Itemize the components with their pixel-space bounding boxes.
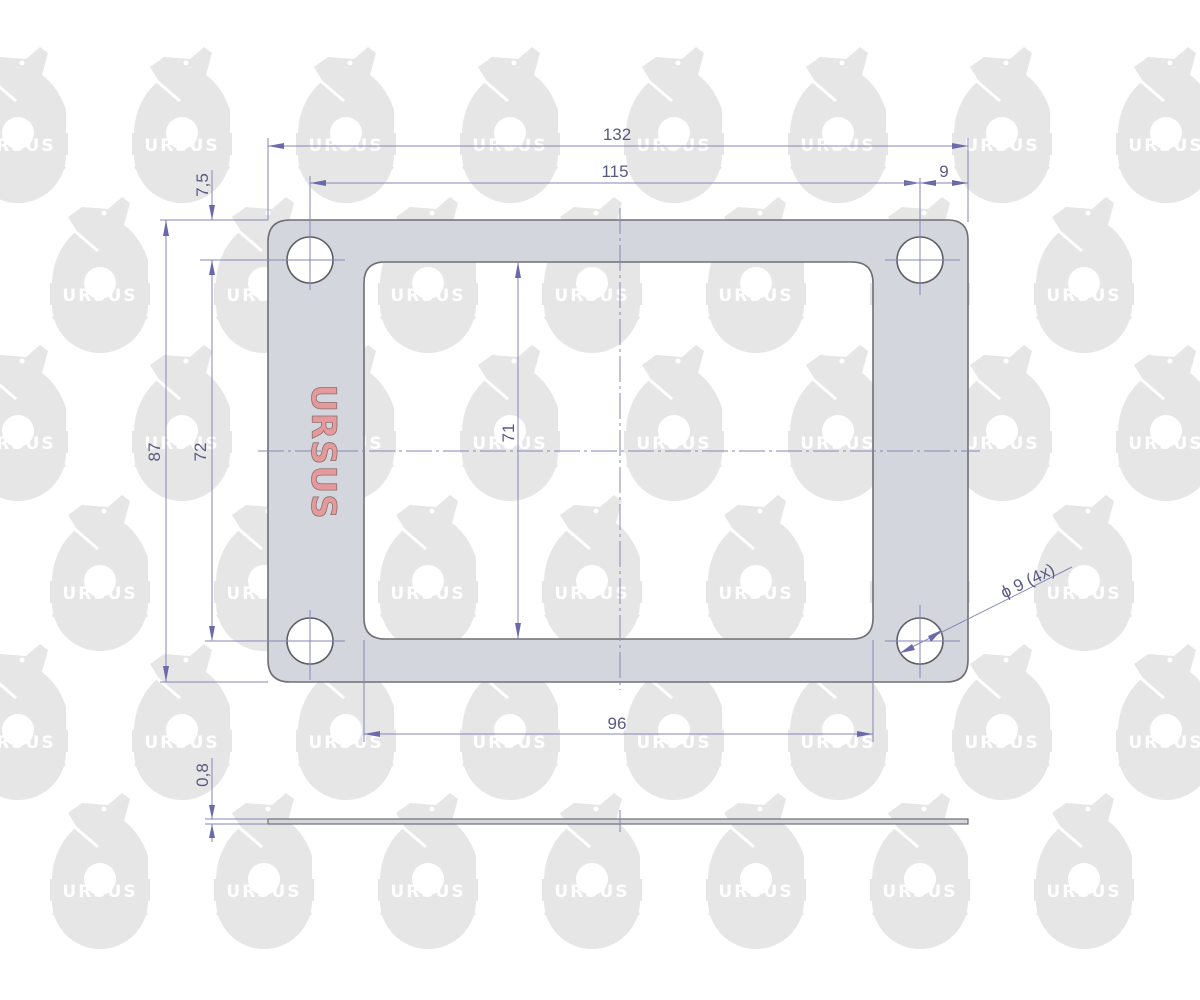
dim-overall-height: 87 (145, 443, 164, 462)
ursus-watermark-icon: URSUS (950, 343, 1054, 503)
svg-text:URSUS: URSUS (1128, 434, 1200, 454)
svg-text:URSUS: URSUS (390, 584, 465, 604)
ursus-watermark-icon: URSUS (704, 493, 808, 653)
svg-text:URSUS: URSUS (144, 733, 219, 753)
svg-text:URSUS: URSUS (800, 434, 875, 454)
dim-hole-spacing-x: 115 (601, 162, 628, 181)
ursus-watermark-icon: URSUS (950, 642, 1054, 802)
dim-overall-width: 132 (603, 125, 631, 144)
ursus-watermark-icon: URSUS (130, 642, 234, 802)
ursus-watermark-icon: URSUS (1032, 791, 1136, 951)
svg-text:URSUS: URSUS (554, 882, 629, 902)
svg-text:URSUS: URSUS (636, 434, 711, 454)
svg-text:URSUS: URSUS (0, 136, 56, 156)
ursus-watermark-icon: URSUS (950, 45, 1054, 205)
gasket-front-view: URSUS (205, 178, 980, 690)
ursus-watermark-icon: URSUS (1114, 343, 1200, 503)
svg-text:URSUS: URSUS (718, 286, 793, 306)
svg-text:URSUS: URSUS (1046, 286, 1121, 306)
ursus-watermark-icon: URSUS (1114, 45, 1200, 205)
ursus-watermark-icon: URSUS (0, 642, 70, 802)
svg-text:URSUS: URSUS (0, 733, 56, 753)
svg-text:URSUS: URSUS (882, 882, 957, 902)
ursus-watermark-icon: URSUS (868, 791, 972, 951)
ursus-watermark-icon: URSUS (376, 791, 480, 951)
ursus-watermark-icon: URSUS (786, 45, 890, 205)
svg-text:URSUS: URSUS (62, 882, 137, 902)
dim-window-height: 71 (499, 424, 518, 443)
ursus-watermark-icon: URSUS (48, 791, 152, 951)
gasket-side-view: 0,8 (193, 758, 969, 842)
ursus-watermark-icon: URSUS (1114, 642, 1200, 802)
ursus-watermark-icon: URSUS (130, 343, 234, 503)
ursus-watermark-icon: URSUS (540, 791, 644, 951)
svg-text:URSUS: URSUS (636, 733, 711, 753)
dim-window-width: 96 (608, 714, 627, 733)
ursus-watermark-icon: URSUS (0, 45, 70, 205)
ursus-watermark-icon: URSUS (540, 195, 644, 355)
ursus-watermark-icon: URSUS (622, 642, 726, 802)
svg-text:URSUS: URSUS (1046, 882, 1121, 902)
ursus-watermark-icon: URSUS (1032, 195, 1136, 355)
ursus-watermark-icon: URSUS (1032, 493, 1136, 653)
ursus-watermark-icon: URSUS (458, 45, 562, 205)
ursus-watermark-icon: URSUS (622, 343, 726, 503)
svg-text:URSUS: URSUS (390, 286, 465, 306)
dim-hole-edge-offset-x: 9 (939, 162, 948, 181)
ursus-watermark-icon: URSUS (704, 195, 808, 355)
ursus-watermark-icon: URSUS (0, 343, 70, 503)
ursus-watermark-icon: URSUS (130, 45, 234, 205)
dim-thickness: 0,8 (193, 763, 212, 787)
svg-text:URSUS: URSUS (62, 584, 137, 604)
ursus-watermark-icon: URSUS (212, 791, 316, 951)
svg-text:URSUS: URSUS (472, 434, 547, 454)
ursus-watermark-icon: URSUS (786, 642, 890, 802)
svg-text:URSUS: URSUS (1128, 136, 1200, 156)
ursus-watermark-icon: URSUS (786, 343, 890, 503)
svg-text:URSUS: URSUS (62, 286, 137, 306)
svg-text:URSUS: URSUS (554, 286, 629, 306)
svg-text:URSUS: URSUS (390, 882, 465, 902)
svg-text:URSUS: URSUS (964, 434, 1039, 454)
dim-hole-spacing-y: 72 (191, 443, 210, 462)
svg-text:URSUS: URSUS (964, 733, 1039, 753)
ursus-watermark-icon: URSUS (704, 791, 808, 951)
ursus-watermark-icon: URSUS (458, 343, 562, 503)
svg-text:URSUS: URSUS (144, 136, 219, 156)
svg-text:URSUS: URSUS (0, 434, 56, 454)
svg-text:URSUS: URSUS (964, 136, 1039, 156)
ursus-watermark-icon: URSUS (294, 642, 398, 802)
svg-text:URSUS: URSUS (472, 733, 547, 753)
svg-text:URSUS: URSUS (1128, 733, 1200, 753)
svg-text:URSUS: URSUS (554, 584, 629, 604)
ursus-watermark-icon: URSUS (48, 493, 152, 653)
gasket-brand-logo: URSUS (303, 384, 343, 519)
ursus-watermark-icon: URSUS (376, 195, 480, 355)
dim-hole-edge-offset-y: 7,5 (193, 173, 212, 197)
svg-text:URSUS: URSUS (800, 733, 875, 753)
svg-text:URSUS: URSUS (718, 882, 793, 902)
ursus-watermark-icon: URSUS (376, 493, 480, 653)
svg-text:URSUS: URSUS (308, 733, 383, 753)
ursus-watermark-icon: URSUS (458, 642, 562, 802)
svg-text:URSUS: URSUS (718, 584, 793, 604)
watermark-layer: URSUS URSUS URSUS URSUS URSUS URSUS URSUS URSUS… (0, 45, 1200, 951)
svg-text:URSUS: URSUS (226, 882, 301, 902)
ursus-watermark-icon: URSUS (540, 493, 644, 653)
ursus-watermark-icon: URSUS (622, 45, 726, 205)
ursus-watermark-icon: URSUS (48, 195, 152, 355)
svg-text:URSUS: URSUS (1046, 584, 1121, 604)
ursus-watermark-icon: URSUS (294, 45, 398, 205)
svg-text:URSUS: URSUS (144, 434, 219, 454)
